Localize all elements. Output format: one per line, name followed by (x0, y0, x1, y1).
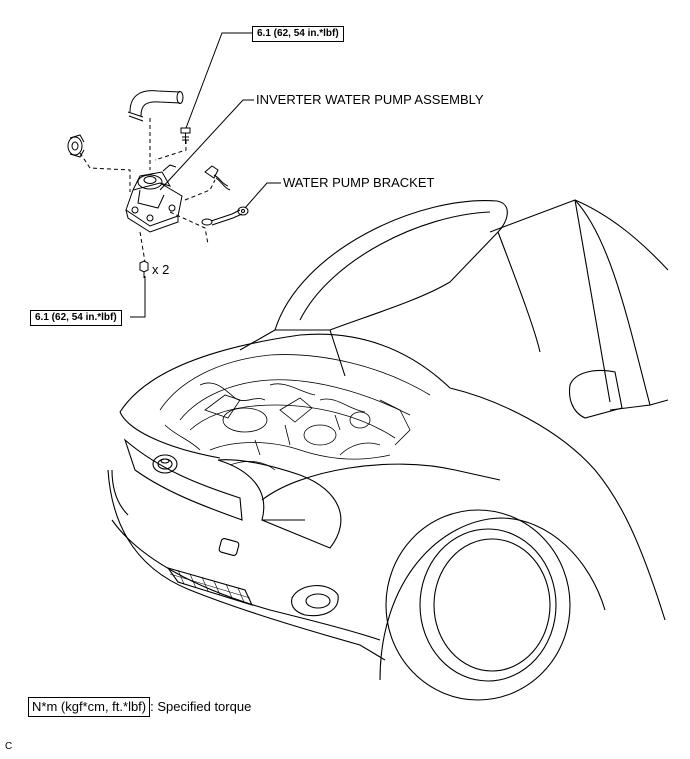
assembly-guide-lines (79, 118, 216, 263)
engine-compartment (159, 354, 431, 471)
vehicle-illustration (107, 199, 669, 701)
side-mirror (568, 369, 623, 419)
lower-grille (166, 567, 254, 606)
hood-outline (274, 200, 508, 331)
figure-code: C (5, 741, 13, 752)
wheel-arch (379, 517, 606, 681)
bolt-quantity: x 2 (152, 262, 170, 277)
front-fender (449, 387, 666, 621)
torque-legend: N*m (kgf*cm, ft.*lbf): Specified torque (28, 697, 251, 717)
water-hose (127, 90, 184, 122)
electrical-connector (204, 165, 231, 191)
front-tire (385, 509, 571, 701)
front-bumper (107, 469, 386, 661)
legend-units: N*m (kgf*cm, ft.*lbf) (28, 697, 151, 717)
upper-grille (123, 438, 243, 521)
upper-bolt (180, 127, 191, 144)
headlamp (217, 459, 342, 549)
fog-lamp (291, 585, 339, 617)
torque-spec-upper: 6.1 (62, 54 in.*lbf) (252, 26, 344, 42)
torque-spec-lower: 6.1 (62, 54 in.*lbf) (30, 310, 122, 326)
legend-description: : Specified torque (150, 699, 252, 714)
windshield (489, 199, 651, 411)
leader-lines (130, 32, 281, 318)
lower-bolt (139, 260, 149, 278)
inverter-water-pump-assembly (125, 164, 183, 233)
toyota-emblem (152, 454, 178, 474)
water-pump-bracket (201, 206, 249, 226)
hose-clamp (67, 134, 85, 158)
front-wheel (419, 528, 557, 682)
label-inverter-water-pump-assembly: INVERTER WATER PUMP ASSEMBLY (256, 92, 484, 107)
label-water-pump-bracket: WATER PUMP BRACKET (283, 175, 435, 190)
